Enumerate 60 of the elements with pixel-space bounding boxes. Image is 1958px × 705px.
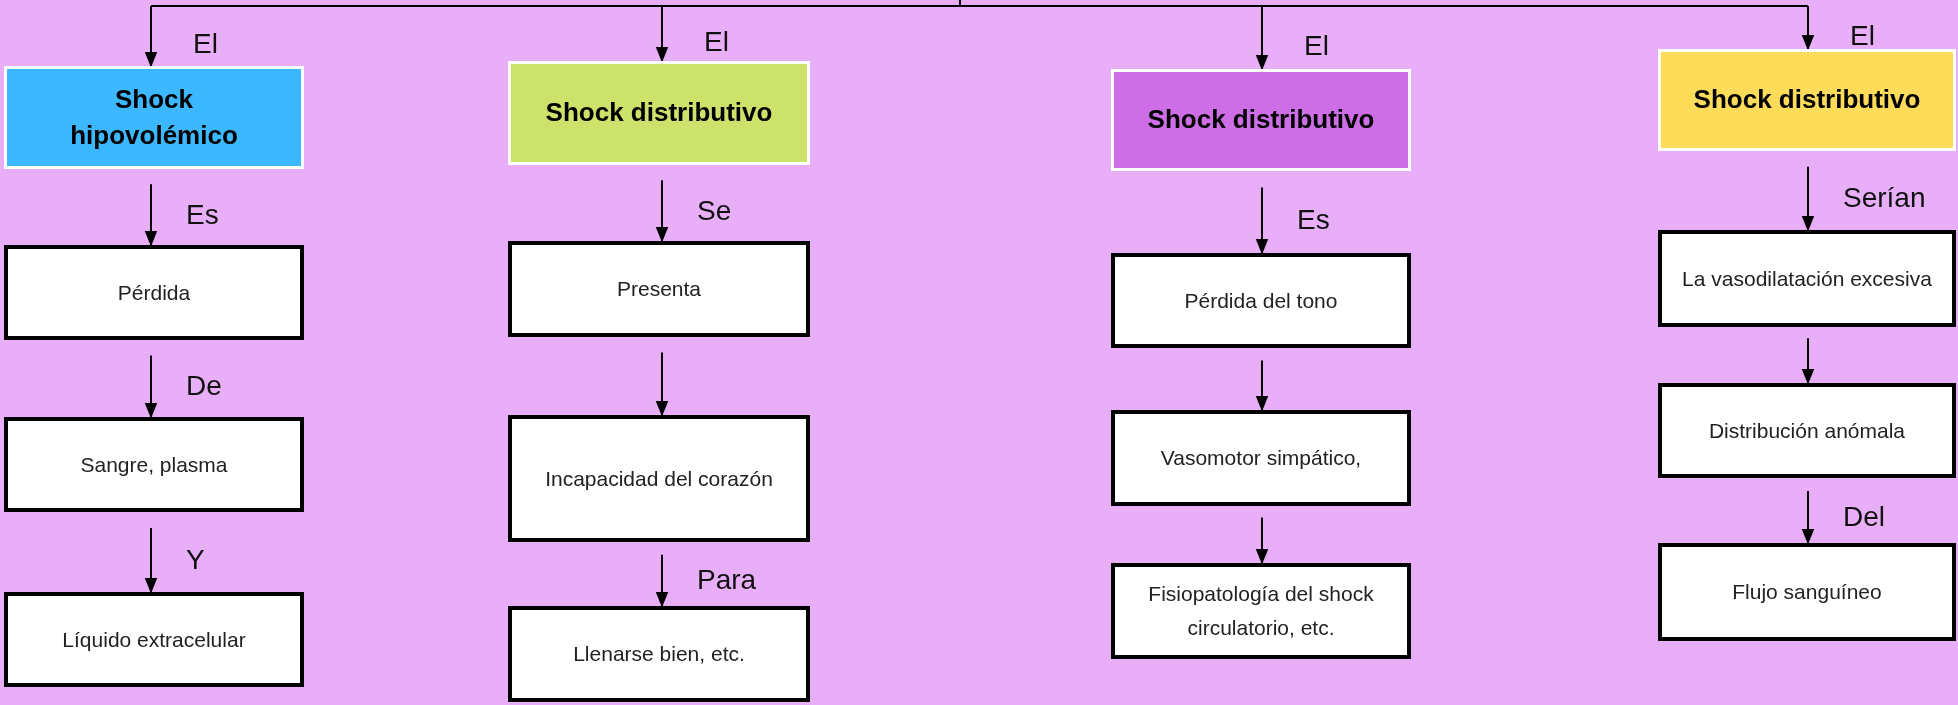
process-box xyxy=(4,245,304,340)
box-text: Presenta xyxy=(616,276,702,303)
header-box xyxy=(1658,49,1956,151)
edge-label: Serían xyxy=(1843,184,1926,213)
box-text: Pérdida xyxy=(117,279,191,306)
box-text: Llenarse bien, etc. xyxy=(573,641,745,668)
arrow xyxy=(655,179,669,243)
arrow xyxy=(1255,5,1269,71)
box-text: Distribución anómala xyxy=(1708,417,1906,444)
box-text: La vasodilatación excesiva xyxy=(1682,265,1932,292)
box-text: Pérdida del tono xyxy=(1184,287,1338,314)
header-box xyxy=(4,66,304,169)
process-box xyxy=(1111,410,1411,506)
process-box xyxy=(1111,563,1411,659)
process-box xyxy=(508,606,810,702)
arrow xyxy=(1255,359,1269,412)
header-box xyxy=(508,61,810,165)
arrow xyxy=(144,5,158,68)
arrow xyxy=(1801,165,1815,232)
arrow xyxy=(144,527,158,594)
arrow xyxy=(144,354,158,419)
edge-label: El xyxy=(704,27,729,56)
arrow xyxy=(655,351,669,417)
header-text: Shock distributivo xyxy=(545,96,773,130)
edge-label: Es xyxy=(1297,206,1330,235)
process-box xyxy=(4,592,304,687)
process-box xyxy=(4,417,304,512)
arrow xyxy=(1255,516,1269,565)
edge-label: El xyxy=(1850,21,1875,50)
edge-label: Para xyxy=(697,566,757,595)
edge-label: Del xyxy=(1843,503,1885,531)
box-text: Vasomotor simpático, xyxy=(1160,445,1362,472)
edge-label: Se xyxy=(697,196,732,225)
process-box xyxy=(508,241,810,337)
process-box xyxy=(508,415,810,542)
header-text: Shock distributivo xyxy=(1147,103,1375,137)
edge-label: El xyxy=(193,30,218,58)
process-box xyxy=(1658,383,1956,478)
box-text: Sangre, plasma xyxy=(80,451,228,478)
arrow xyxy=(1801,337,1815,385)
arrow xyxy=(1255,186,1269,255)
edge-label: Y xyxy=(186,546,205,574)
box-text: Incapacidad del corazón xyxy=(545,465,773,492)
arrow xyxy=(655,553,669,608)
process-box xyxy=(1658,543,1956,641)
arrow xyxy=(1801,5,1815,51)
header-text: Shock distributivo xyxy=(1693,83,1921,117)
edge-label: De xyxy=(186,372,222,401)
process-box xyxy=(1658,230,1956,327)
arrow xyxy=(144,183,158,247)
header-text: Shock hipovolémico xyxy=(69,83,239,152)
arrow xyxy=(1801,490,1815,545)
edge-label: Es xyxy=(186,200,219,229)
box-text: Flujo sanguíneo xyxy=(1732,579,1882,606)
process-box xyxy=(1111,253,1411,348)
header-box xyxy=(1111,69,1411,171)
edge-label: El xyxy=(1304,31,1329,60)
arrow xyxy=(655,5,669,63)
box-text: Líquido extracelular xyxy=(62,626,246,653)
box-text: Fisiopatología del shock circulatorio, etc. xyxy=(1147,581,1375,641)
